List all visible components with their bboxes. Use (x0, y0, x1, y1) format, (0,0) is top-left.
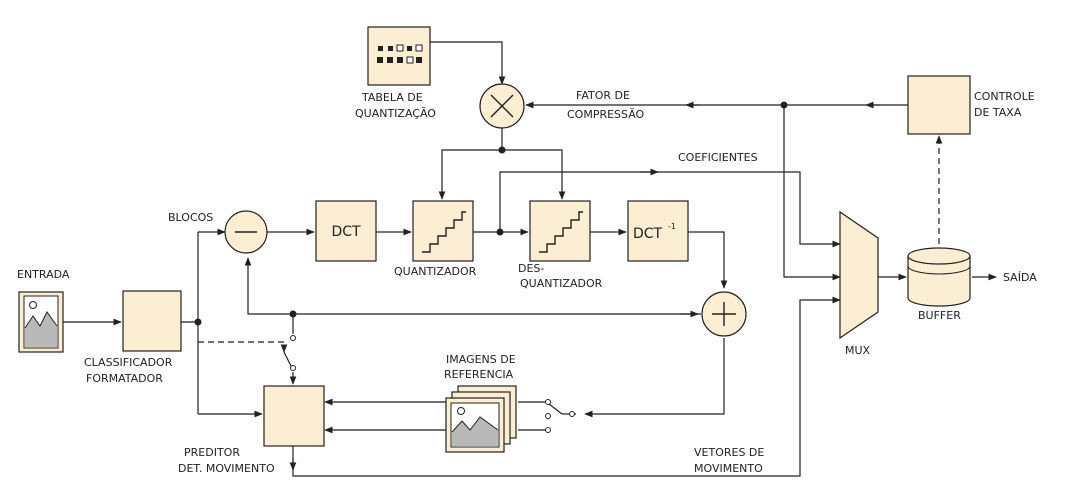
dct-label: DCT (331, 224, 361, 240)
quantization-table-icon (377, 44, 423, 64)
desq-label-1: DES- (518, 262, 544, 275)
desq-label-2: QUANTIZADOR (520, 277, 603, 290)
tabela-label-2: QUANTIZAÇÃO (355, 107, 436, 120)
saida-label: SAÍDA (1003, 271, 1037, 284)
preditor-label-2: DET. MOVIMENTO (178, 462, 275, 475)
fator-label-2: COMPRESSÃO (567, 108, 645, 121)
idct-label: DCT (633, 226, 663, 242)
vetores-label-2: MOVIMENTO (694, 462, 763, 475)
input-image (18, 291, 64, 353)
classif-label-2: FORMATADOR (86, 372, 163, 385)
imagens-label-2: REFERENCIA (444, 368, 514, 381)
quantizador-label: QUANTIZADOR (394, 265, 477, 278)
idct-superscript: -1 (668, 222, 676, 231)
blocos-label: BLOCOS (168, 211, 213, 224)
buffer-label: BUFFER (918, 309, 961, 322)
controle-label-1: CONTROLE (974, 90, 1035, 103)
staircase-icon (422, 211, 466, 253)
image-stack-icon (445, 385, 517, 453)
vetores-label-1: VETORES DE (694, 446, 764, 459)
imagens-label-1: IMAGENS DE (446, 353, 516, 366)
tabela-label-1: TABELA DE (361, 91, 423, 104)
quantizer-block: QUANTIZADOR (394, 200, 477, 278)
rate-control-block: CONTROLE DE TAXA (907, 75, 1035, 135)
mux-block: MUX (839, 210, 879, 357)
classifier-block: CLASSIFICADOR FORMATADOR (84, 290, 182, 385)
dct-block: DCT (315, 200, 377, 262)
classif-label-1: CLASSIFICADOR (84, 356, 173, 369)
controle-label-2: DE TAXA (974, 106, 1022, 119)
dequantizer-block: DES- QUANTIZADOR (518, 200, 603, 290)
adder (701, 291, 747, 337)
fator-label-1: FATOR DE (576, 89, 630, 102)
buffer-block: BUFFER (907, 247, 971, 322)
staircase-icon (539, 211, 583, 253)
idct-block: DCT -1 (627, 200, 689, 262)
multiplier (479, 83, 525, 129)
subtractor (224, 210, 268, 254)
adder-icon (712, 302, 736, 326)
quantization-table-block: TABELA DE QUANTIZAÇÃO (355, 26, 436, 120)
entrada-label: ENTRADA (17, 268, 70, 281)
multiplier-icon (490, 94, 514, 118)
coeficientes-label: COEFICIENTES (678, 151, 758, 164)
connections (63, 41, 997, 477)
cylinder-icon (907, 247, 971, 307)
predictor-block: PREDITOR DET. MOVIMENTO (178, 385, 325, 475)
image-icon (23, 295, 59, 349)
mux-label: MUX (845, 344, 871, 357)
junctions (194, 101, 788, 433)
preditor-label-1: PREDITOR (184, 446, 240, 459)
